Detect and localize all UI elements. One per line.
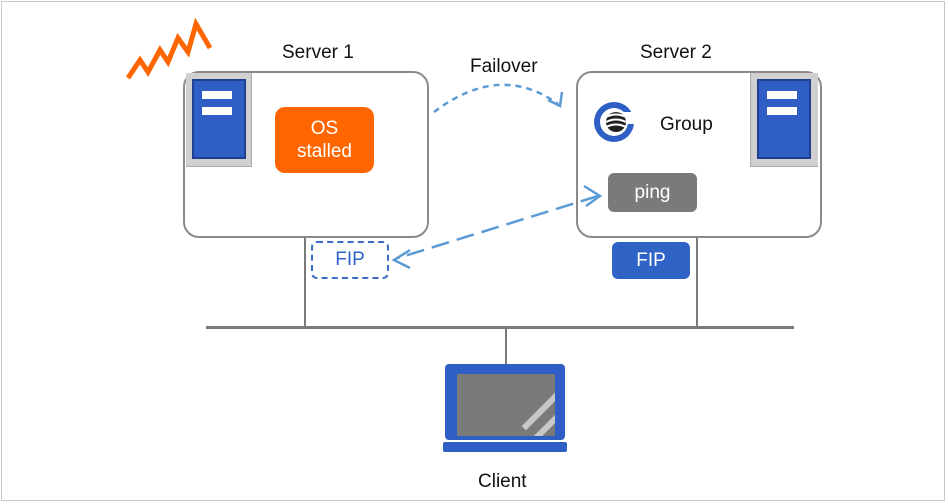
laptop-icon: [443, 362, 567, 454]
server2-fip-label: FIP: [636, 249, 666, 271]
server1-title: Server 1: [282, 42, 354, 63]
server2-fip-badge: FIP: [612, 242, 690, 279]
network-bus: [206, 326, 794, 329]
client-label: Client: [478, 471, 527, 492]
server-tower-icon: [186, 73, 252, 167]
server1-fip-badge: FIP: [311, 241, 389, 279]
server-tower-icon: [750, 73, 818, 167]
server2-title: Server 2: [640, 42, 712, 63]
client-drop-line: [505, 328, 507, 366]
ping-label: ping: [634, 181, 671, 203]
os-stalled-badge: OS stalled: [275, 107, 374, 173]
server1-drop-line: [304, 236, 306, 328]
ping-badge: ping: [608, 173, 697, 212]
server1-fip-label: FIP: [335, 249, 365, 270]
group-label: Group: [660, 114, 713, 135]
failover-label: Failover: [470, 56, 538, 77]
server2-drop-line: [696, 236, 698, 328]
os-stalled-line2: stalled: [297, 141, 352, 162]
os-stalled-line1: OS: [310, 118, 339, 139]
